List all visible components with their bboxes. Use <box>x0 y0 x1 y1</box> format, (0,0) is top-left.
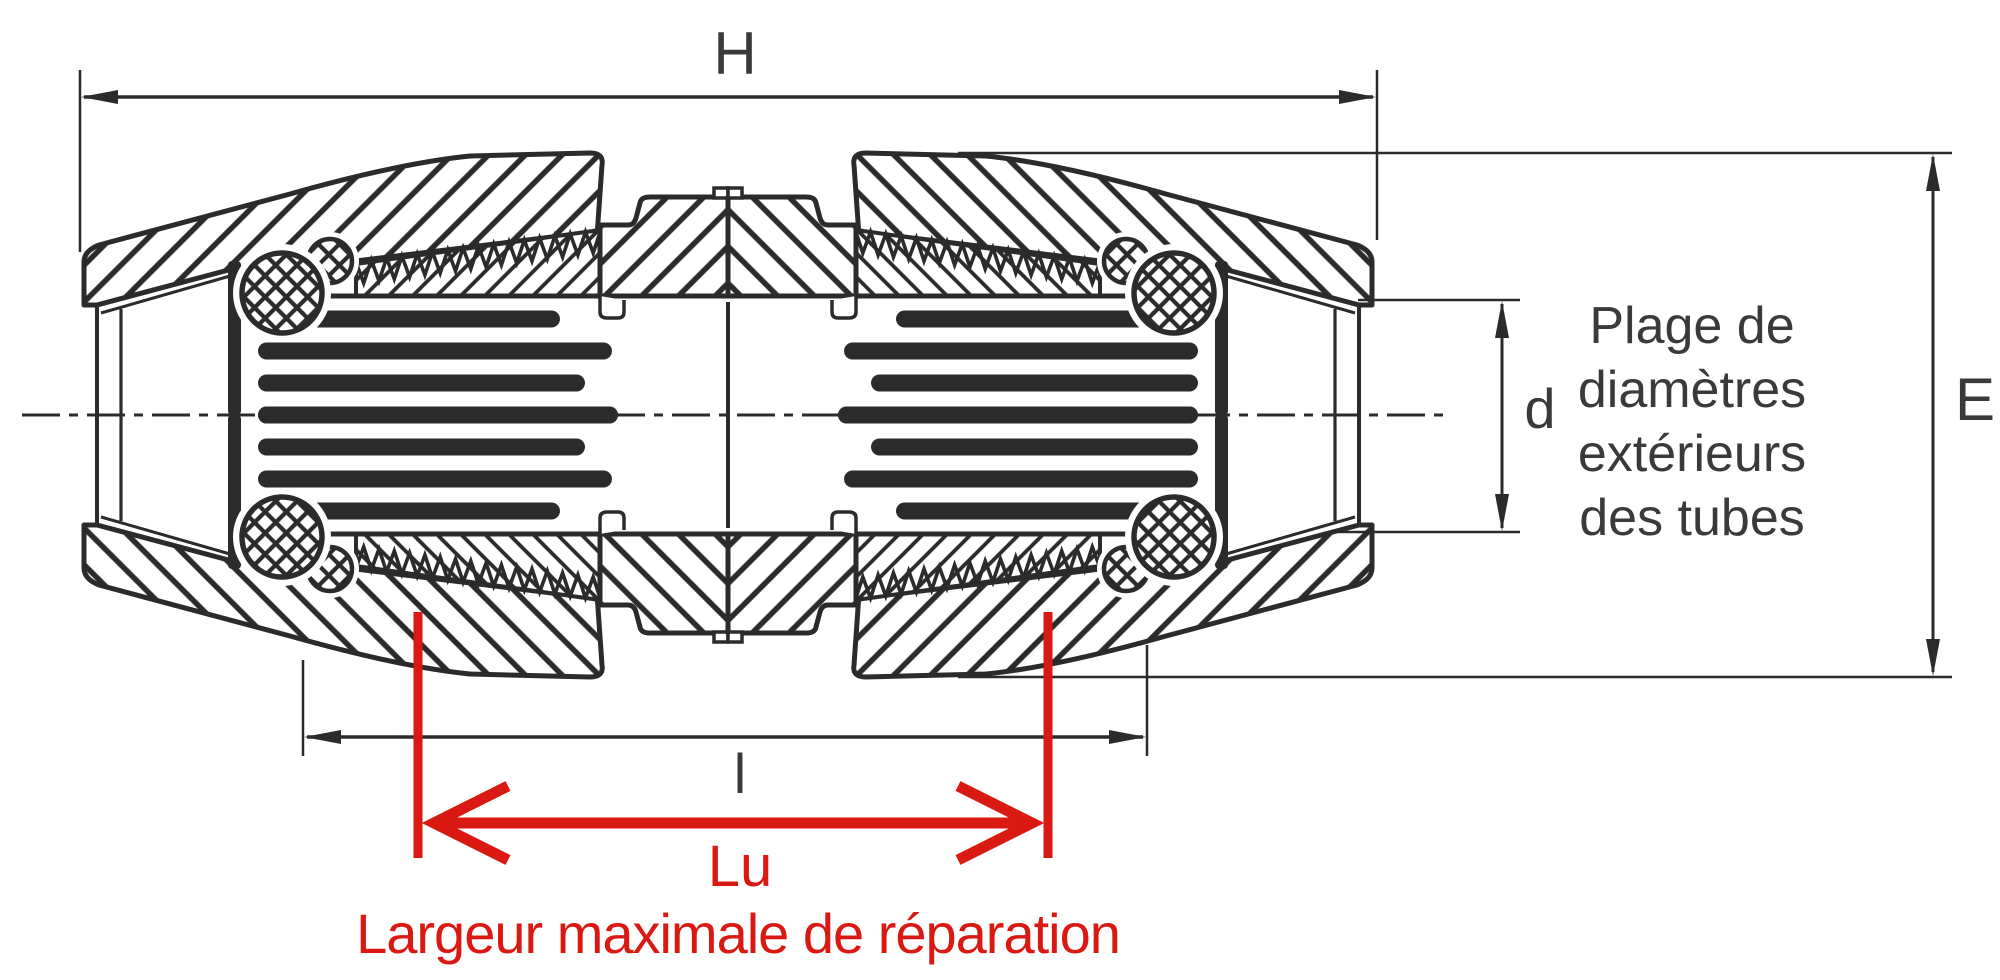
coupling-quarter-top-left <box>84 153 728 424</box>
d-arrow-top <box>1495 301 1509 338</box>
dimension-h <box>78 70 1379 252</box>
dimension-d <box>1332 298 1520 534</box>
lu-annotation <box>413 612 1053 865</box>
e-arrow-top <box>1926 154 1940 191</box>
e-label: E <box>1955 366 1995 433</box>
d-arrow-bottom <box>1495 494 1509 531</box>
h-arrow-right <box>1339 90 1376 104</box>
lu-label: Lu <box>708 834 773 899</box>
d-label: d <box>1524 377 1555 440</box>
l-arrow-left <box>304 730 341 744</box>
repair-width-caption: Largeur maximale de réparation <box>356 902 1120 965</box>
tube-range-line-1: Plage de <box>1589 297 1794 355</box>
tube-range-line-2: diamètres <box>1578 361 1806 419</box>
e-arrow-bottom <box>1926 639 1940 676</box>
dimension-l <box>301 645 1149 756</box>
l-label: l <box>734 742 746 805</box>
l-arrow-right <box>1109 730 1146 744</box>
tube-range-note: Plage de diamètres extérieurs des tubes <box>1578 297 1806 547</box>
coupling-quarter-top-right <box>728 153 1372 424</box>
h-label: H <box>713 20 756 87</box>
coupling-quarter-bottom-left <box>84 407 728 678</box>
lu-arrowhead-right <box>955 781 1045 865</box>
tube-range-line-3: extérieurs <box>1578 425 1806 483</box>
dimension-e <box>958 151 1952 679</box>
lu-arrowhead-left <box>421 781 511 865</box>
h-arrow-left <box>81 90 118 104</box>
tube-range-line-4: des tubes <box>1579 489 1805 547</box>
